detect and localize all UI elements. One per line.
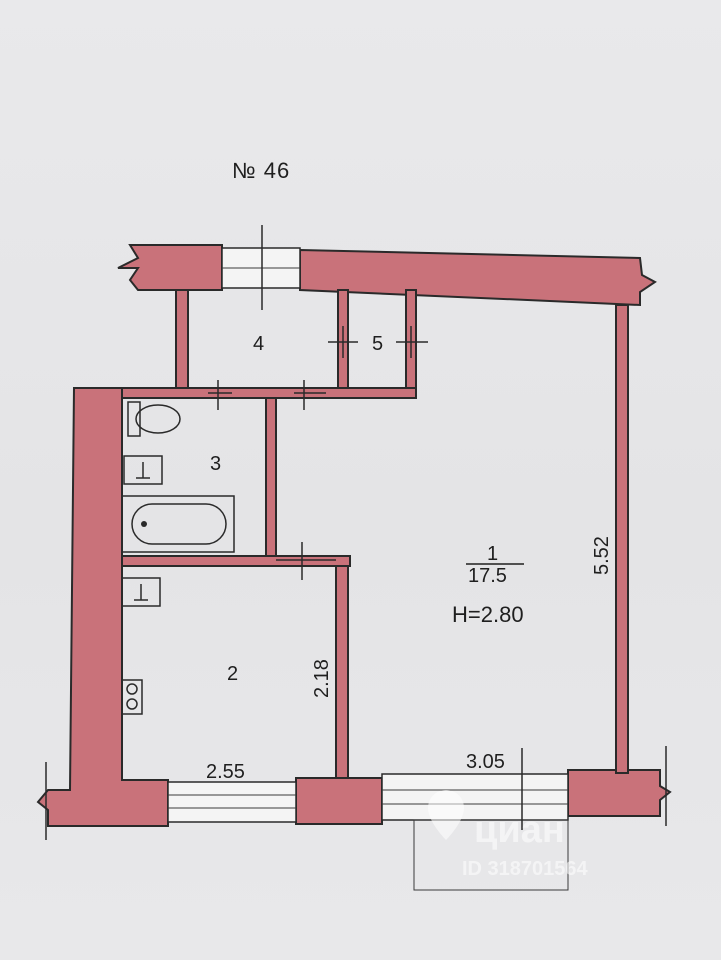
toilet-icon xyxy=(127,401,181,437)
location-pin-icon xyxy=(428,790,464,840)
watermark-brand: циан xyxy=(474,809,565,851)
wall-top-left xyxy=(117,244,223,291)
bathtub-icon xyxy=(121,495,235,553)
dimension-room2-depth: 2.18 xyxy=(311,659,333,698)
window-bottom-right xyxy=(381,773,569,821)
room-1-height: H=2.80 xyxy=(452,602,524,627)
partition-vertical-4 xyxy=(175,289,189,389)
room-4-number: 4 xyxy=(253,333,264,355)
dimension-room2-width: 2.55 xyxy=(206,761,245,783)
watermark-id: ID 318701564 xyxy=(462,858,589,880)
partition-vertical-2 xyxy=(335,565,349,779)
wall-right xyxy=(615,304,629,774)
room-5-number: 5 xyxy=(372,333,383,355)
wall-left xyxy=(36,387,169,827)
balcony-outline xyxy=(413,819,569,891)
partition-horizontal-45 xyxy=(121,387,417,399)
kitchen-sink-icon xyxy=(121,577,161,607)
room-1-area: 17.5 xyxy=(468,565,507,587)
room-2-number: 2 xyxy=(227,663,238,685)
plan-number: № 46 xyxy=(232,158,290,183)
wall-bottom-pier xyxy=(295,777,383,825)
room-3-number: 3 xyxy=(210,453,221,475)
dimension-room1-depth: 5.52 xyxy=(591,536,613,575)
cian-watermark: циан ID 318701564 xyxy=(428,790,589,880)
window-bottom-left xyxy=(167,781,297,823)
sink-icon xyxy=(123,455,163,485)
stove-icon xyxy=(121,679,143,715)
dimension-room1-width: 3.05 xyxy=(466,751,505,773)
room-1-label: 1 17.5 H=2.80 xyxy=(452,543,524,627)
partition-horizontal-32 xyxy=(121,555,351,567)
partition-vertical-3 xyxy=(265,397,277,567)
wall-bottom-right xyxy=(567,769,672,817)
wall-top-right xyxy=(299,248,657,307)
room-1-number: 1 xyxy=(487,543,498,565)
